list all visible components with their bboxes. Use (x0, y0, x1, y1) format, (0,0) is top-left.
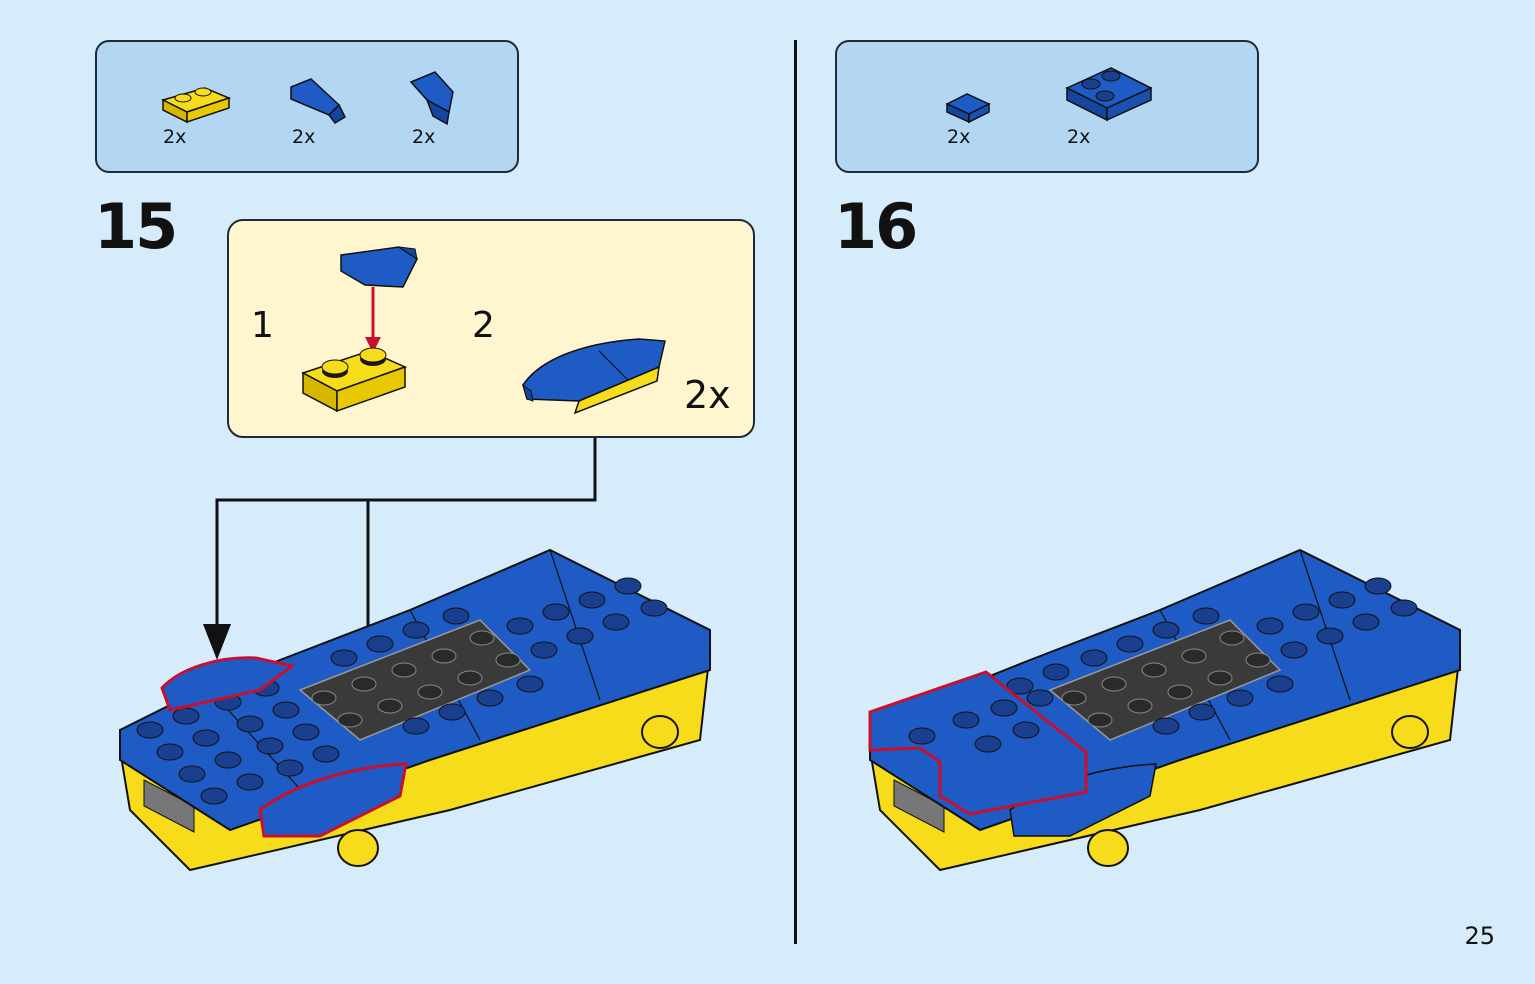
page-number: 25 (1464, 922, 1495, 950)
step-number-16: 16 (834, 190, 918, 263)
sub-step-1-illustration (301, 246, 418, 413)
parts-list-step-16: 2x 2x (835, 40, 1259, 173)
car-model-step-16 (868, 548, 1462, 872)
parts-list-step-15: 2x 2x 2x (95, 40, 519, 173)
blue-wedge-left-icon (290, 78, 346, 124)
blue-plate-2x2-icon (1065, 67, 1153, 122)
blue-wedge-right-icon (409, 71, 454, 126)
step-number-15: 15 (94, 190, 178, 263)
part-qty: 2x (1067, 126, 1091, 148)
sub-assembly-box: 1 2 2x (227, 219, 755, 438)
yellow-plate-1x2-icon (160, 87, 232, 124)
page-divider (794, 40, 797, 944)
sub-step-2-number: 2 (472, 305, 495, 346)
sub-step-1-number: 1 (251, 305, 274, 346)
part-qty: 2x (163, 126, 187, 148)
part-qty: 2x (292, 126, 316, 148)
part-qty: 2x (412, 126, 436, 148)
part-qty: 2x (947, 126, 971, 148)
blue-tile-1x1-icon (945, 93, 991, 124)
sub-step-2-illustration (522, 338, 666, 415)
sub-assembly-qty: 2x (684, 373, 731, 417)
car-model-step-15 (118, 548, 712, 872)
